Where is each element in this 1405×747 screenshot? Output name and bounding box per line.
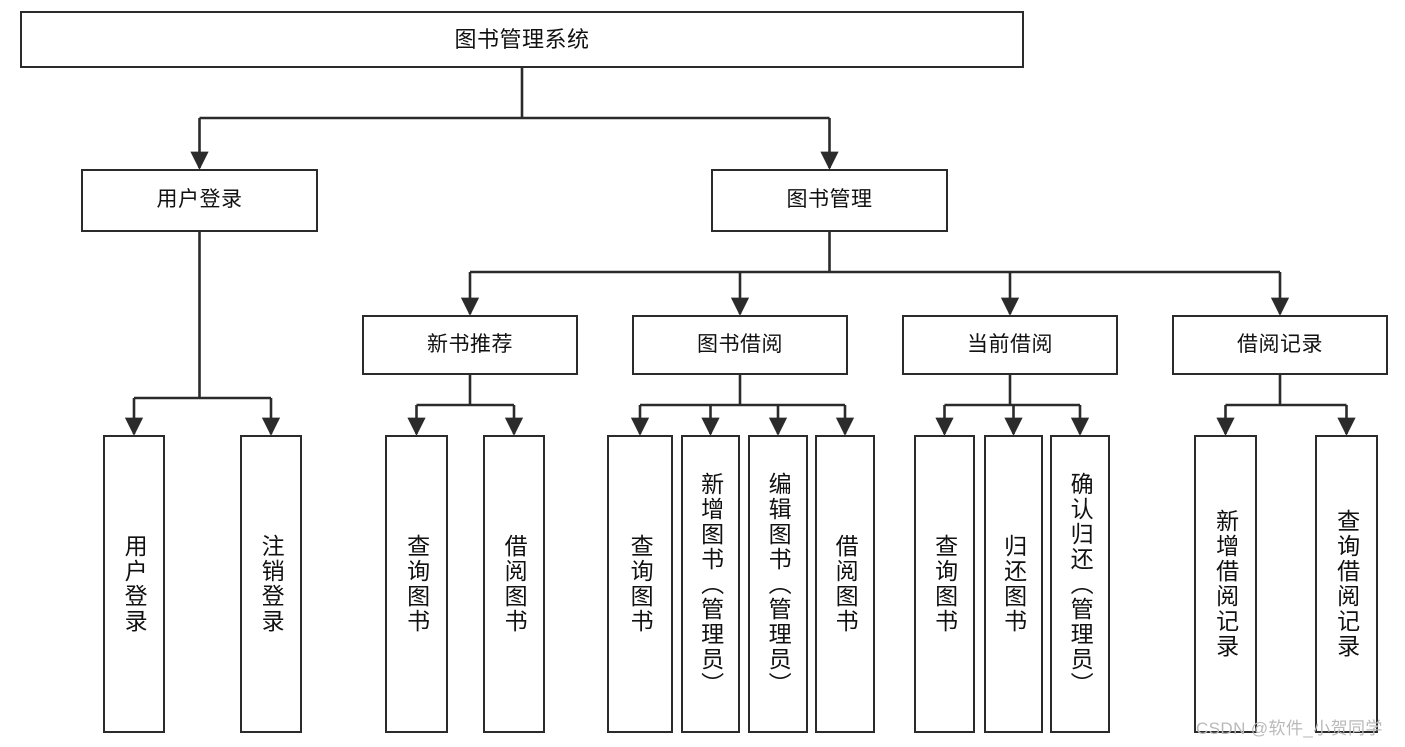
node-current-borrow[interactable]: 当前借阅 (902, 315, 1118, 375)
leaf-leaf-query-book-cur[interactable]: 查询图书 (914, 435, 975, 733)
leaf-leaf-return-book[interactable]: 归还图书 (984, 435, 1043, 733)
node-book-borrow-label: 图书借阅 (697, 332, 783, 356)
leaf-leaf-edit-book-label: 编辑图书（管理员） (765, 471, 792, 697)
leaf-leaf-confirm-return-label: 确认归还（管理员） (1067, 471, 1094, 697)
leaf-leaf-borrow-book-rec[interactable]: 借阅图书 (483, 435, 545, 733)
leaf-leaf-borrow-book-rec-label: 借阅图书 (501, 534, 528, 634)
leaf-leaf-query-borrow-record[interactable]: 查询借阅记录 (1315, 435, 1378, 733)
leaf-leaf-add-book[interactable]: 新增图书（管理员） (681, 435, 740, 733)
leaf-leaf-user-login[interactable]: 用户登录 (103, 435, 165, 733)
leaf-leaf-logout-login-label: 注销登录 (258, 534, 285, 634)
node-current-borrow-label: 当前借阅 (967, 332, 1053, 356)
leaf-leaf-add-borrow-record[interactable]: 新增借阅记录 (1194, 435, 1257, 733)
leaf-leaf-add-borrow-record-label: 新增借阅记录 (1212, 509, 1239, 659)
node-root-label: 图书管理系统 (454, 26, 590, 52)
leaf-leaf-query-book-bor[interactable]: 查询图书 (607, 435, 673, 733)
leaf-leaf-logout-login[interactable]: 注销登录 (240, 435, 302, 733)
leaf-leaf-query-book-rec[interactable]: 查询图书 (385, 435, 448, 733)
leaf-leaf-user-login-label: 用户登录 (121, 534, 148, 634)
leaf-leaf-return-book-label: 归还图书 (1000, 534, 1027, 634)
leaf-leaf-query-book-cur-label: 查询图书 (931, 534, 958, 634)
node-new-book-recommend-label: 新书推荐 (427, 332, 513, 356)
node-book-borrow[interactable]: 图书借阅 (632, 315, 848, 375)
node-root[interactable]: 图书管理系统 (20, 11, 1024, 68)
leaf-leaf-add-book-label: 新增图书（管理员） (697, 471, 724, 697)
leaf-leaf-edit-book[interactable]: 编辑图书（管理员） (748, 435, 808, 733)
watermark: CSDN @软件_小贺同学 (1196, 719, 1383, 738)
leaf-leaf-query-book-rec-label: 查询图书 (403, 534, 430, 634)
node-user-login[interactable]: 用户登录 (81, 169, 318, 232)
node-new-book-recommend[interactable]: 新书推荐 (362, 315, 578, 375)
node-borrow-record-label: 借阅记录 (1237, 332, 1323, 356)
leaf-leaf-borrow-book-bor-label: 借阅图书 (832, 534, 859, 634)
node-borrow-record[interactable]: 借阅记录 (1172, 315, 1388, 375)
node-book-manage[interactable]: 图书管理 (711, 169, 948, 232)
node-user-login-label: 用户登录 (156, 188, 243, 212)
leaf-leaf-borrow-book-bor[interactable]: 借阅图书 (815, 435, 875, 733)
leaf-leaf-confirm-return[interactable]: 确认归还（管理员） (1050, 435, 1110, 733)
node-book-manage-label: 图书管理 (786, 188, 873, 212)
leaf-leaf-query-book-bor-label: 查询图书 (627, 534, 654, 634)
leaf-leaf-query-borrow-record-label: 查询借阅记录 (1333, 509, 1360, 659)
